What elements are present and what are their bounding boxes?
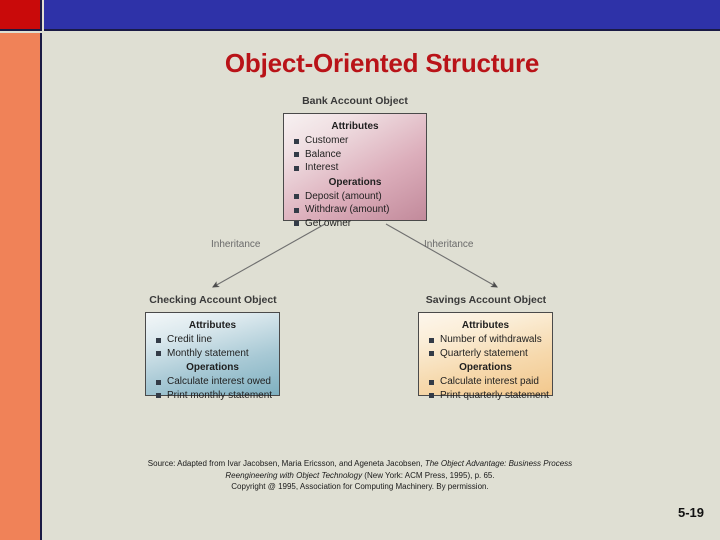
list-item: Get owner: [294, 217, 426, 231]
object-box-checking-account: Attributes Credit line Monthly statement…: [145, 312, 280, 401]
object-label-checking-account: Checking Account Object: [149, 294, 277, 306]
edge-label-inheritance-left: Inheritance: [211, 239, 261, 250]
list-item: Print monthly statement: [156, 389, 279, 403]
list-item: Print quarterly statement: [429, 389, 552, 403]
list-item: Credit line: [156, 333, 279, 347]
section-heading-attributes: Attributes: [461, 320, 510, 331]
section-list-attributes: Customer Balance Interest: [284, 134, 426, 175]
page-number: 5-19: [677, 505, 704, 520]
section-heading-attributes: Attributes: [331, 121, 379, 132]
section-heading-operations: Operations: [459, 362, 512, 373]
list-item: Deposit (amount): [294, 190, 426, 204]
object-label-savings-account: Savings Account Object: [425, 294, 547, 306]
list-item: Number of withdrawals: [429, 333, 552, 347]
section-list-operations: Deposit (amount) Withdraw (amount) Get o…: [284, 190, 426, 231]
source-publisher: (New York: ACM Press, 1995), p. 65.: [362, 470, 495, 480]
page-title: Object-Oriented Structure: [224, 48, 540, 78]
section-heading-operations: Operations: [186, 362, 239, 373]
list-item: Monthly statement: [156, 347, 279, 361]
edge-label-inheritance-right: Inheritance: [424, 239, 474, 250]
list-item: Calculate interest owed: [156, 375, 279, 389]
source-title-part1: The Object Advantage: Business Process: [424, 459, 573, 468]
list-item: Quarterly statement: [429, 347, 552, 361]
section-heading-attributes: Attributes: [188, 320, 237, 331]
object-box-savings-account: Attributes Number of withdrawals Quarter…: [418, 312, 553, 401]
list-item: Customer: [294, 134, 426, 148]
section-list-attributes: Credit line Monthly statement: [146, 333, 279, 360]
section-heading-operations: Operations: [328, 176, 382, 188]
list-item: Interest: [294, 161, 426, 175]
side-accent-bar: [0, 33, 42, 540]
source-copyright: Copyright @ 1995, Association for Comput…: [231, 482, 489, 491]
source-citation: Source: Adapted from Ivar Jacobsen, Mari…: [60, 458, 660, 493]
section-list-attributes: Number of withdrawals Quarterly statemen…: [419, 333, 552, 360]
source-title-part2: Reengineering with Object Technology: [225, 470, 363, 480]
corner-accent-block: [0, 0, 42, 31]
section-list-operations: Calculate interest paid Print quarterly …: [419, 375, 552, 402]
source-line1-prefix: Source: Adapted from Ivar Jacobsen, Mari…: [147, 459, 425, 468]
list-item: Balance: [294, 148, 426, 162]
object-label-bank-account: Bank Account Object: [302, 95, 408, 107]
object-box-bank-account: Attributes Customer Balance Interest Ope…: [283, 113, 427, 229]
list-item: Calculate interest paid: [429, 375, 552, 389]
top-accent-bar: [44, 0, 720, 31]
section-list-operations: Calculate interest owed Print monthly st…: [146, 375, 279, 402]
list-item: Withdraw (amount): [294, 203, 426, 217]
